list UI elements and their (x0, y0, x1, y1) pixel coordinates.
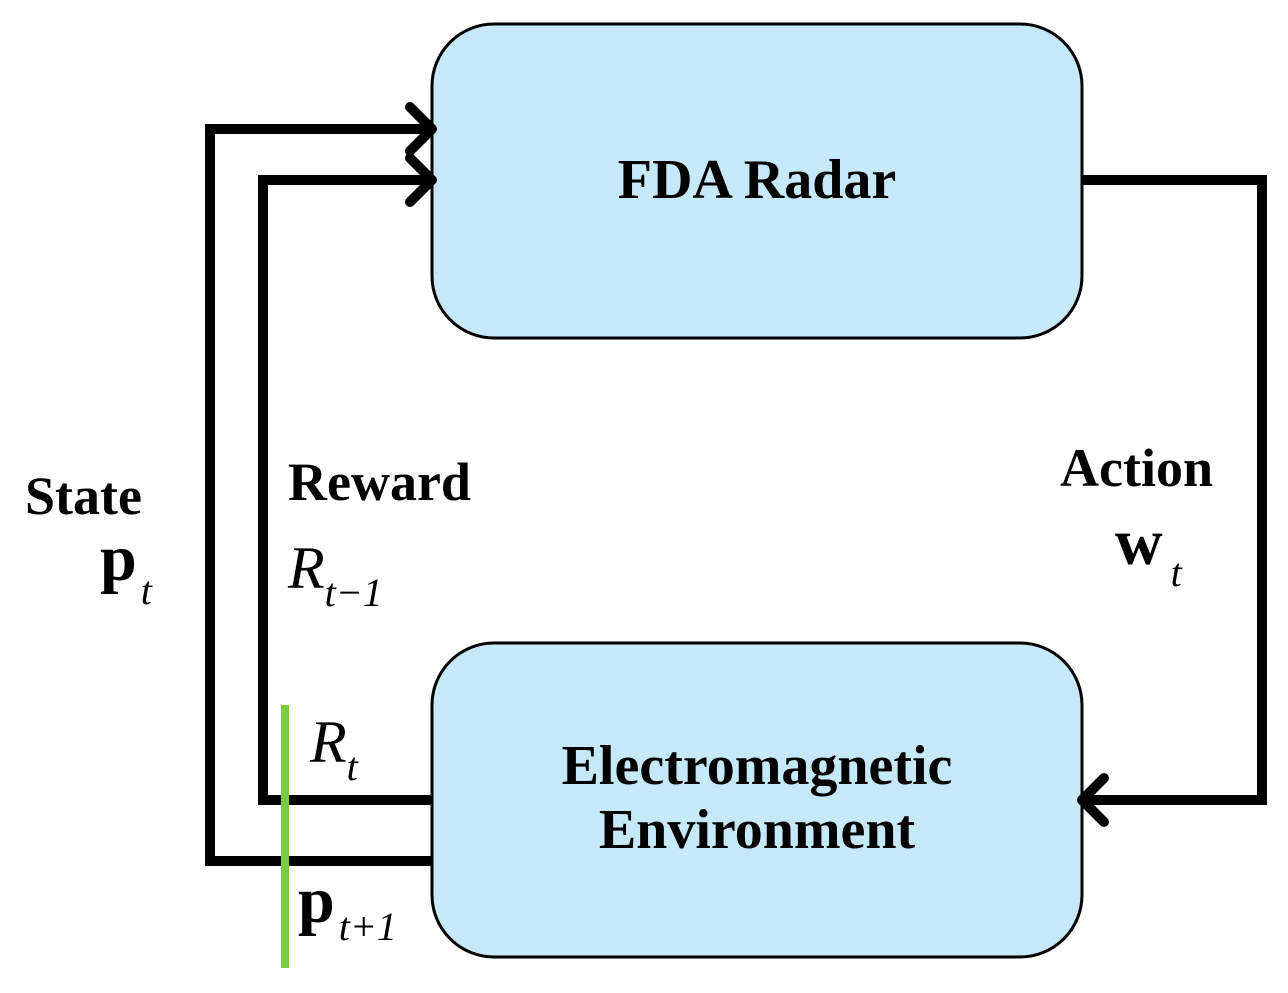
env-state-symbol-main: p (298, 864, 335, 937)
reward-line (258, 175, 432, 805)
state-symbol-main: p (100, 522, 137, 595)
env-state-symbol-subscript: t+1 (339, 904, 397, 949)
reward-symbol: Rt−1 (287, 535, 383, 615)
environment-label-line2: Environment (599, 799, 916, 861)
action-symbol-subscript: t (1171, 550, 1183, 595)
radar-node: FDA Radar (430, 22, 1084, 340)
action-edge (1077, 175, 1267, 827)
reward-arrowhead (405, 153, 437, 207)
action-line (1082, 175, 1267, 805)
action-symbol-main: w (1115, 506, 1163, 579)
environment-node: Electromagnetic Environment (430, 641, 1084, 959)
env-reward-symbol-subscript: t (347, 744, 359, 789)
reward-annotation: Reward Rt−1 (287, 452, 471, 615)
state-edge (205, 102, 437, 866)
action-arrowhead (1077, 773, 1109, 827)
env-reward-symbol-main: R (309, 709, 347, 775)
reward-label: Reward (288, 452, 471, 512)
reward-edge (258, 153, 437, 805)
env-reward-symbol: Rt (309, 709, 359, 789)
reward-symbol-subscript: t−1 (325, 570, 383, 615)
radar-label: FDA Radar (618, 149, 896, 211)
state-label: State (25, 466, 142, 526)
state-symbol-subscript: t (141, 568, 153, 613)
state-line (205, 124, 432, 866)
action-label: Action (1060, 438, 1213, 498)
environment-label-line1: Electromagnetic (562, 735, 953, 797)
env-reward-annotation: Rt (309, 709, 359, 789)
reward-symbol-main: R (287, 535, 325, 601)
state-arrowhead (405, 102, 437, 156)
